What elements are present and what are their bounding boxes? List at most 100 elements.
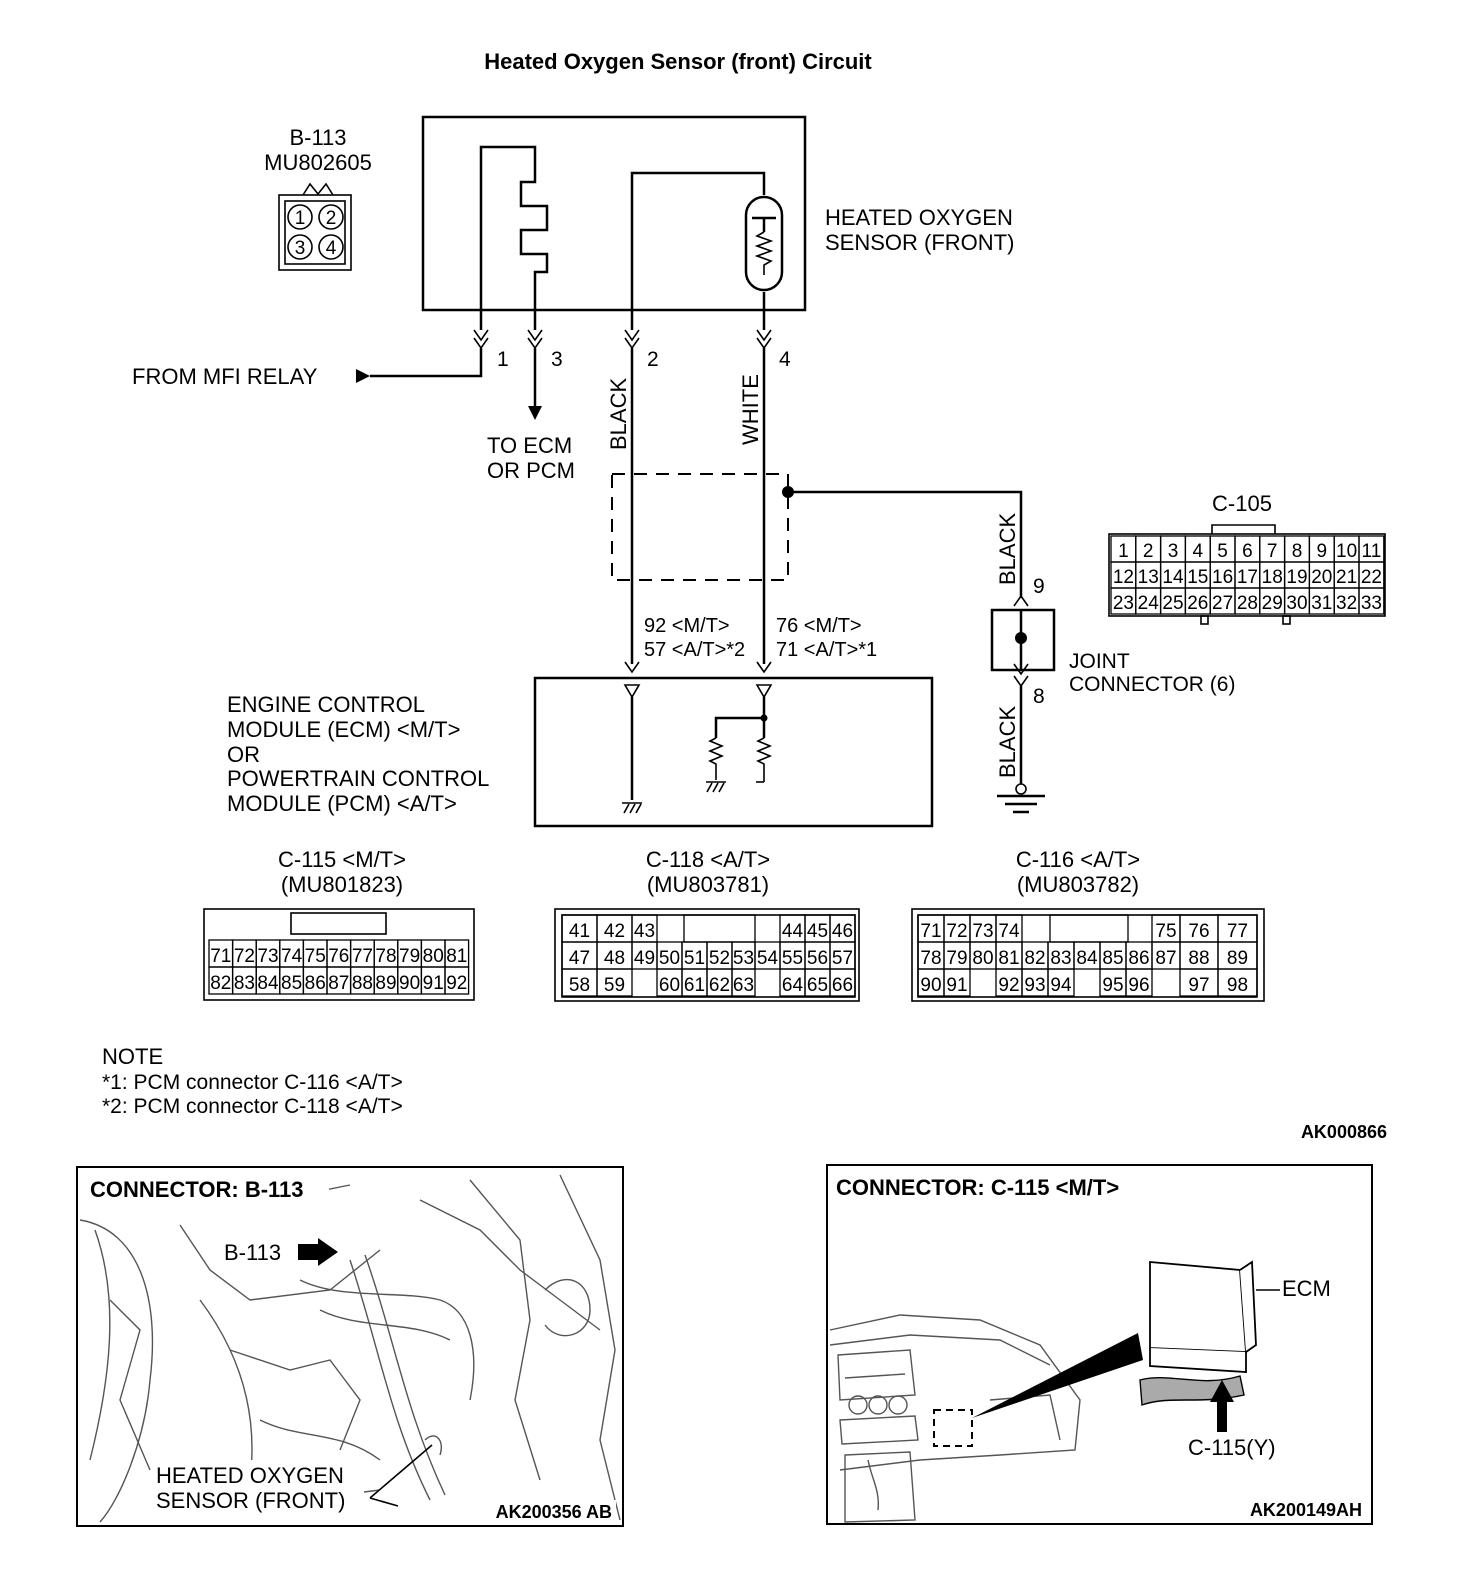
pin-9-label: 9 bbox=[1033, 575, 1045, 598]
note-line-2: *2: PCM connector C-118 <A/T> bbox=[102, 1095, 403, 1118]
c105-pin-24: 24 bbox=[1138, 593, 1160, 614]
c115-pin-90: 90 bbox=[399, 973, 420, 994]
c116-pin-88: 88 bbox=[1188, 948, 1209, 969]
pin-4-label: 4 bbox=[779, 348, 791, 371]
c116-pin-98: 98 bbox=[1227, 975, 1248, 996]
c115-pin-75: 75 bbox=[305, 946, 326, 967]
panel-right-code: AK200149AH bbox=[1250, 1500, 1362, 1520]
c105-pin-27: 27 bbox=[1212, 593, 1233, 614]
connector-b113-photo-panel: CONNECTOR: B-113 B-113 HEATED OXYGEN SEN… bbox=[76, 1166, 624, 1527]
c115-pin-74: 74 bbox=[281, 946, 303, 967]
c116-pin-91: 91 bbox=[946, 975, 967, 996]
ecm-term-left-2: 57 <A/T>*2 bbox=[644, 639, 745, 661]
ecm-label-4: POWERTRAIN CONTROL bbox=[227, 766, 489, 791]
c105-pin-9: 9 bbox=[1317, 541, 1328, 562]
pin-1-label: 1 bbox=[497, 348, 509, 371]
panel-left-code: AK200356 AB bbox=[496, 1502, 612, 1522]
c116-pin-76: 76 bbox=[1188, 921, 1209, 942]
ecm-label-2: MODULE (ECM) <M/T> bbox=[227, 717, 460, 742]
c118-pin-65: 65 bbox=[807, 975, 828, 996]
b113-pin-1: 1 bbox=[295, 208, 306, 229]
c105-pin-1: 1 bbox=[1118, 541, 1129, 562]
c105-pin-19: 19 bbox=[1286, 567, 1307, 588]
c118-label-1: C-118 <A/T> bbox=[646, 847, 770, 872]
c105-pin-23: 23 bbox=[1113, 593, 1134, 614]
c116-pin-80: 80 bbox=[972, 948, 993, 969]
c115-label-1: C-115 <M/T> bbox=[278, 847, 406, 872]
from-mfi-relay-label: FROM MFI RELAY bbox=[132, 364, 318, 389]
c116-pin-85: 85 bbox=[1102, 948, 1123, 969]
c105-pin-18: 18 bbox=[1262, 567, 1283, 588]
c105-pin-5: 5 bbox=[1217, 541, 1228, 562]
c118-pin-44: 44 bbox=[782, 921, 804, 942]
c105-pin-20: 20 bbox=[1311, 567, 1332, 588]
c118-pin-51: 51 bbox=[684, 948, 705, 969]
ecm-term-right-1: 76 <M/T> bbox=[776, 615, 862, 637]
b113-connector-icon: B-113 MU802605 1 2 3 4 bbox=[264, 125, 372, 271]
c115-pin-82: 82 bbox=[210, 973, 231, 994]
c116-pin-79: 79 bbox=[946, 948, 967, 969]
pin-3-label: 3 bbox=[551, 348, 563, 371]
c116-pin-92: 92 bbox=[998, 975, 1019, 996]
panel-left-sensor-1: HEATED OXYGEN bbox=[156, 1463, 344, 1488]
c116-pin-93: 93 bbox=[1024, 975, 1045, 996]
c115-pin-83: 83 bbox=[234, 973, 255, 994]
b113-pin-2: 2 bbox=[326, 208, 337, 229]
connector-c115-photo-panel: CONNECTOR: C-115 <M/T> ECM C-115(Y) AK20… bbox=[826, 1164, 1373, 1525]
c115-pin-73: 73 bbox=[257, 946, 278, 967]
c115-pin-92: 92 bbox=[446, 973, 467, 994]
shield-box bbox=[611, 473, 789, 581]
c115-label-2: (MU801823) bbox=[281, 872, 403, 897]
c115-pin-72: 72 bbox=[234, 946, 255, 967]
c105-pin-26: 26 bbox=[1187, 593, 1208, 614]
ground-icon bbox=[997, 783, 1045, 814]
c118-pin-52: 52 bbox=[709, 948, 730, 969]
c118-pin-54: 54 bbox=[757, 948, 779, 969]
panel-left-sensor-2: SENSOR (FRONT) bbox=[156, 1488, 345, 1513]
c115-pin-86: 86 bbox=[305, 973, 326, 994]
note-line-1: *1: PCM connector C-116 <A/T> bbox=[102, 1071, 403, 1094]
c105-pin-31: 31 bbox=[1311, 593, 1332, 614]
c116-pin-71: 71 bbox=[920, 921, 941, 942]
c105-pin-7: 7 bbox=[1267, 541, 1278, 562]
c115-pin-85: 85 bbox=[281, 973, 302, 994]
c105-pin-12: 12 bbox=[1113, 567, 1134, 588]
c118-pin-46: 46 bbox=[832, 921, 853, 942]
c116-pin-90: 90 bbox=[920, 975, 941, 996]
c118-pin-49: 49 bbox=[634, 948, 655, 969]
c118-pin-58: 58 bbox=[569, 975, 590, 996]
b113-id: B-113 bbox=[289, 125, 346, 150]
c105-pin-2: 2 bbox=[1143, 541, 1154, 562]
c118-label-2: (MU803781) bbox=[647, 872, 769, 897]
c115-pin-76: 76 bbox=[328, 946, 349, 967]
c116-pin-83: 83 bbox=[1050, 948, 1071, 969]
pin-8-label: 8 bbox=[1033, 685, 1045, 708]
c105-pin-22: 22 bbox=[1361, 567, 1382, 588]
ecm-term-right-2: 71 <A/T>*1 bbox=[776, 639, 877, 661]
note-heading: NOTE bbox=[102, 1044, 163, 1069]
c116-pin-81: 81 bbox=[998, 948, 1019, 969]
c116-pin-94: 94 bbox=[1050, 975, 1072, 996]
joint-label-1: JOINT bbox=[1069, 650, 1130, 673]
c105-pin-32: 32 bbox=[1336, 593, 1357, 614]
ecm-box bbox=[533, 676, 934, 828]
c118-pin-60: 60 bbox=[659, 975, 680, 996]
c115-pin-77: 77 bbox=[352, 946, 373, 967]
panel-left-title: CONNECTOR: B-113 bbox=[90, 1177, 304, 1202]
c118-pin-43: 43 bbox=[634, 921, 655, 942]
c118-pin-47: 47 bbox=[569, 948, 590, 969]
arrow-right-icon bbox=[298, 1238, 338, 1266]
c105-id: C-105 bbox=[1212, 491, 1272, 516]
panel-left-pointer-label: B-113 bbox=[224, 1240, 281, 1265]
c105-pin-13: 13 bbox=[1138, 567, 1159, 588]
c116-pin-86: 86 bbox=[1128, 948, 1149, 969]
wire-color-black: BLACK bbox=[606, 378, 631, 450]
c118-pin-53: 53 bbox=[733, 948, 754, 969]
c118-pin-50: 50 bbox=[659, 948, 680, 969]
c115-pin-91: 91 bbox=[423, 973, 444, 994]
c118-pin-56: 56 bbox=[807, 948, 828, 969]
sensor-label-2: SENSOR (FRONT) bbox=[825, 230, 1014, 255]
